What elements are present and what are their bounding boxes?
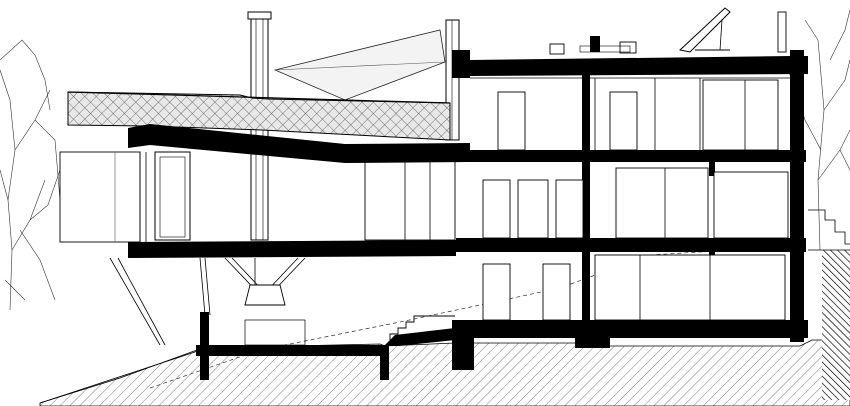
right-steps (808, 209, 850, 251)
retaining-wall-hatch (822, 250, 850, 400)
upper-glazing (59, 151, 456, 243)
doors-upper (497, 79, 779, 151)
ground-hatch (39, 339, 850, 406)
lattice-railing (67, 91, 451, 141)
trees-right (784, 9, 850, 251)
sail-canopy (273, 29, 446, 101)
doors-lower (482, 254, 786, 321)
solar-panel (678, 7, 731, 53)
structure-slabs (128, 50, 808, 342)
vent-stack (777, 11, 787, 53)
fireplace-hood (244, 284, 286, 306)
trees-left (0, 39, 61, 311)
lower-level (196, 312, 808, 380)
grade-line (39, 349, 198, 404)
stair (389, 315, 455, 340)
roof-equipment (549, 36, 637, 55)
upper-floor-interior (470, 77, 790, 150)
doors-middle (482, 167, 789, 239)
